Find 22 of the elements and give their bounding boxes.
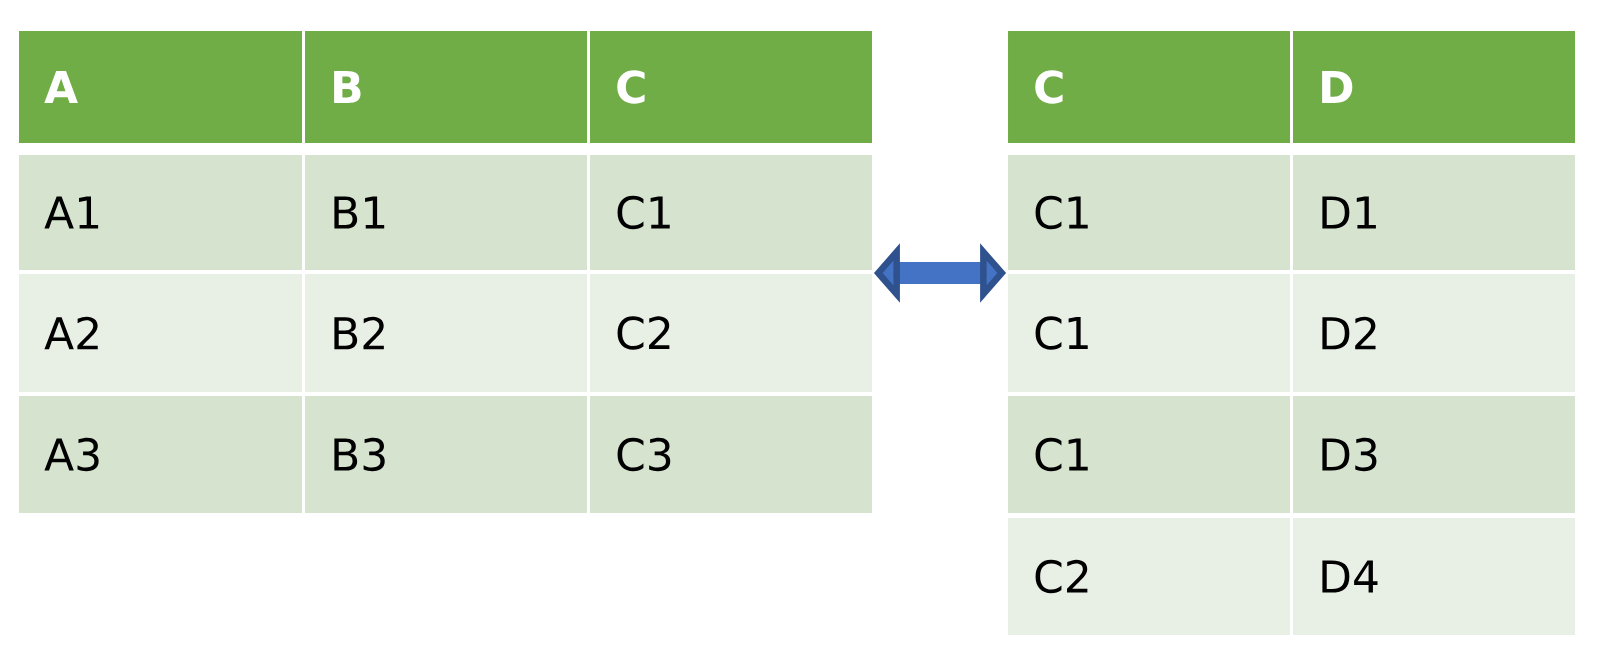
table-cell: D4 <box>1293 518 1575 635</box>
table-cell: A3 <box>19 396 302 513</box>
table-cell: D3 <box>1293 396 1575 513</box>
header-cell: C <box>590 31 872 143</box>
table-cell: A2 <box>19 274 302 392</box>
header-cell: D <box>1293 31 1575 143</box>
header-cell: C <box>1008 31 1290 143</box>
table-cell: B2 <box>305 274 587 392</box>
header-cell: A <box>19 31 302 143</box>
table-cell: C1 <box>590 155 872 270</box>
table-cell: B1 <box>305 155 587 270</box>
table-cell: C2 <box>590 274 872 392</box>
table-cell: D2 <box>1293 274 1575 392</box>
header-cell: B <box>305 31 587 143</box>
table-cell: C2 <box>1008 518 1290 635</box>
table-cell: D1 <box>1293 155 1575 270</box>
table-cell: C3 <box>590 396 872 513</box>
table-cell: A1 <box>19 155 302 270</box>
table-cell: C1 <box>1008 274 1290 392</box>
table-cell: B3 <box>305 396 587 513</box>
table-cell: C1 <box>1008 155 1290 270</box>
table-cell: C1 <box>1008 396 1290 513</box>
